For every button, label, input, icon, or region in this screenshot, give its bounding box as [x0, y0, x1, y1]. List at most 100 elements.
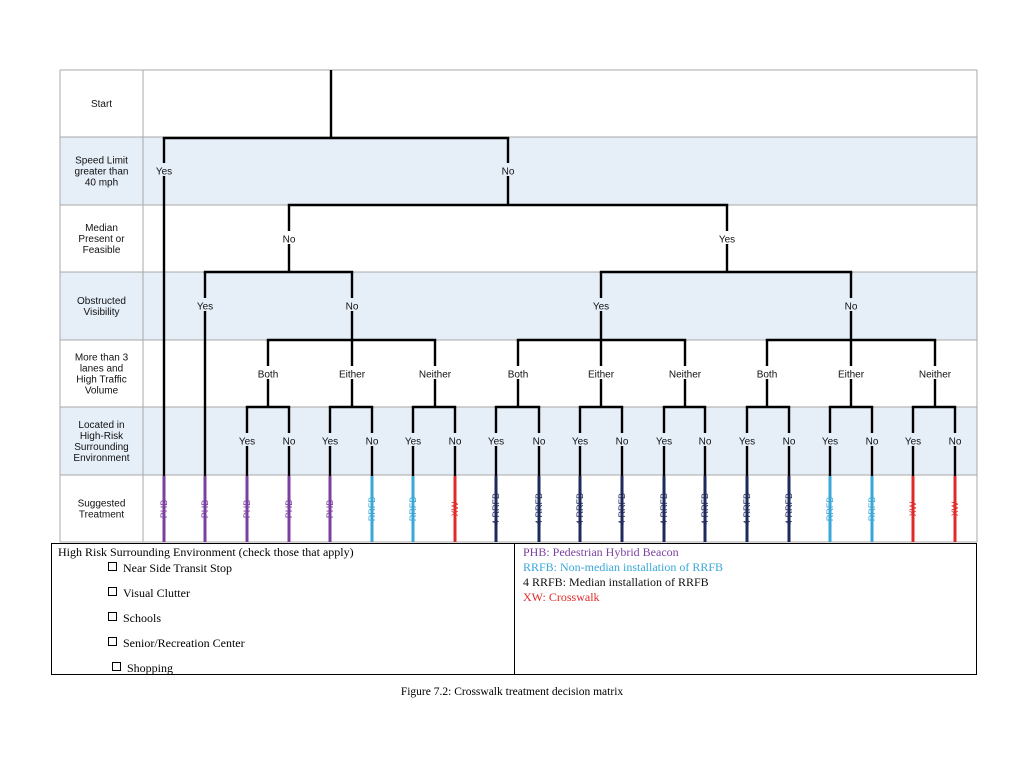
treatment-label: 4 RRFB	[742, 493, 752, 525]
row-label-line: High Traffic	[76, 375, 126, 386]
branch-label: Both	[757, 370, 778, 381]
figure-caption: Figure 7.2: Crosswalk treatment decision…	[400, 686, 624, 698]
branch-label: No	[949, 437, 962, 448]
row-label-line: Treatment	[79, 510, 124, 521]
branch-label: Yes	[322, 437, 338, 448]
row-bands	[60, 137, 977, 475]
branch-label: Yes	[822, 437, 838, 448]
checklist-item-schools[interactable]: Schools	[108, 611, 161, 626]
treatment-label: 4 RRFB	[700, 493, 710, 525]
branch-label: Yes	[905, 437, 921, 448]
branch-label: Yes	[156, 167, 172, 178]
key-rrfb: RRFB: Non-median installation of RRFB	[523, 560, 724, 574]
branch-label: Both	[508, 370, 529, 381]
checkbox-icon[interactable]	[112, 662, 121, 671]
high-risk-panel: High Risk Surrounding Environment (check…	[52, 544, 515, 676]
treatment-label: XW	[950, 501, 960, 516]
row-label-line: Visibility	[84, 307, 120, 318]
treatment-key: PHB: Pedestrian Hybrid Beacon RRFB: Non-…	[515, 544, 976, 674]
treatment-label: 4 RRFB	[617, 493, 627, 525]
branch-label: Yes	[197, 302, 213, 313]
treatment-label: RRFB	[825, 497, 835, 522]
row-label-line: 40 mph	[85, 178, 118, 189]
checklist-item-senior[interactable]: Senior/Recreation Center	[108, 636, 245, 651]
branch-label: Yes	[719, 235, 735, 246]
checkbox-icon[interactable]	[108, 612, 117, 621]
row-label-line: Feasible	[83, 245, 121, 256]
row-label-start: Start	[91, 99, 112, 110]
row-band	[60, 407, 977, 475]
row-label-line: More than 3	[75, 353, 129, 364]
row-label-line: Median	[85, 223, 118, 234]
branch-label: No	[699, 437, 712, 448]
row-label-line: Environment	[73, 453, 129, 464]
treatment-label: 4 RRFB	[575, 493, 585, 525]
branch-label: Yes	[239, 437, 255, 448]
checklist-label: Shopping	[127, 661, 174, 675]
high-risk-title: High Risk Surrounding Environment (check…	[58, 545, 354, 559]
branch-label: No	[533, 437, 546, 448]
treatment-label: 4 RRFB	[659, 493, 669, 525]
row-label-line: Volume	[85, 386, 119, 397]
branch-label: Neither	[419, 370, 452, 381]
checklist-item-shopping[interactable]: Shopping	[112, 661, 173, 676]
legend-box: High Risk Surrounding Environment (check…	[51, 543, 977, 675]
treatment-label: XW	[450, 501, 460, 516]
checkbox-icon[interactable]	[108, 562, 117, 571]
row-label-line: lanes and	[80, 364, 123, 375]
branch-label: Yes	[405, 437, 421, 448]
treatment-label: PHB	[284, 500, 294, 519]
checklist-label: Visual Clutter	[123, 586, 190, 600]
treatment-label: RRFB	[867, 497, 877, 522]
branch-label: Either	[588, 370, 615, 381]
key-4rrfb: 4 RRFB: Median installation of RRFB	[523, 575, 709, 589]
checklist-label: Senior/Recreation Center	[123, 636, 245, 650]
branch-label: Either	[339, 370, 366, 381]
row-label-line: Located in	[78, 420, 124, 431]
treatment-label: 4 RRFB	[534, 493, 544, 525]
branch-label: No	[845, 302, 858, 313]
branch-label: Either	[838, 370, 865, 381]
decision-tree	[162, 70, 957, 476]
branch-label: No	[783, 437, 796, 448]
row-label-line: greater than	[75, 167, 129, 178]
treatment-lines	[162, 476, 957, 542]
treatment-label: 4 RRFB	[784, 493, 794, 525]
branch-label: No	[616, 437, 629, 448]
treatment-label: 4 RRFB	[491, 493, 501, 525]
branch-label: Neither	[919, 370, 952, 381]
treatment-label: PHB	[242, 500, 252, 519]
treatment-label: PHB	[200, 500, 210, 519]
branch-label: Both	[258, 370, 279, 381]
treatment-label: XW	[908, 501, 918, 516]
checklist-label: Schools	[123, 611, 162, 625]
branch-label: No	[449, 437, 462, 448]
branch-label: Yes	[572, 437, 588, 448]
checklist-item-clutter[interactable]: Visual Clutter	[108, 586, 190, 601]
branch-label: Neither	[669, 370, 702, 381]
row-band	[60, 272, 977, 340]
checkbox-icon[interactable]	[108, 587, 117, 596]
row-band	[60, 137, 977, 205]
branch-label: No	[366, 437, 379, 448]
checklist-item-transit[interactable]: Near Side Transit Stop	[108, 561, 232, 576]
checkbox-icon[interactable]	[108, 637, 117, 646]
branch-label: No	[866, 437, 879, 448]
branch-label: Yes	[656, 437, 672, 448]
branch-label: No	[502, 167, 515, 178]
key-phb: PHB: Pedestrian Hybrid Beacon	[523, 545, 679, 559]
branch-label: Yes	[593, 302, 609, 313]
treatment-label: RRFB	[367, 497, 377, 522]
row-label-line: Obstructed	[77, 296, 126, 307]
treatment-label: RRFB	[408, 497, 418, 522]
